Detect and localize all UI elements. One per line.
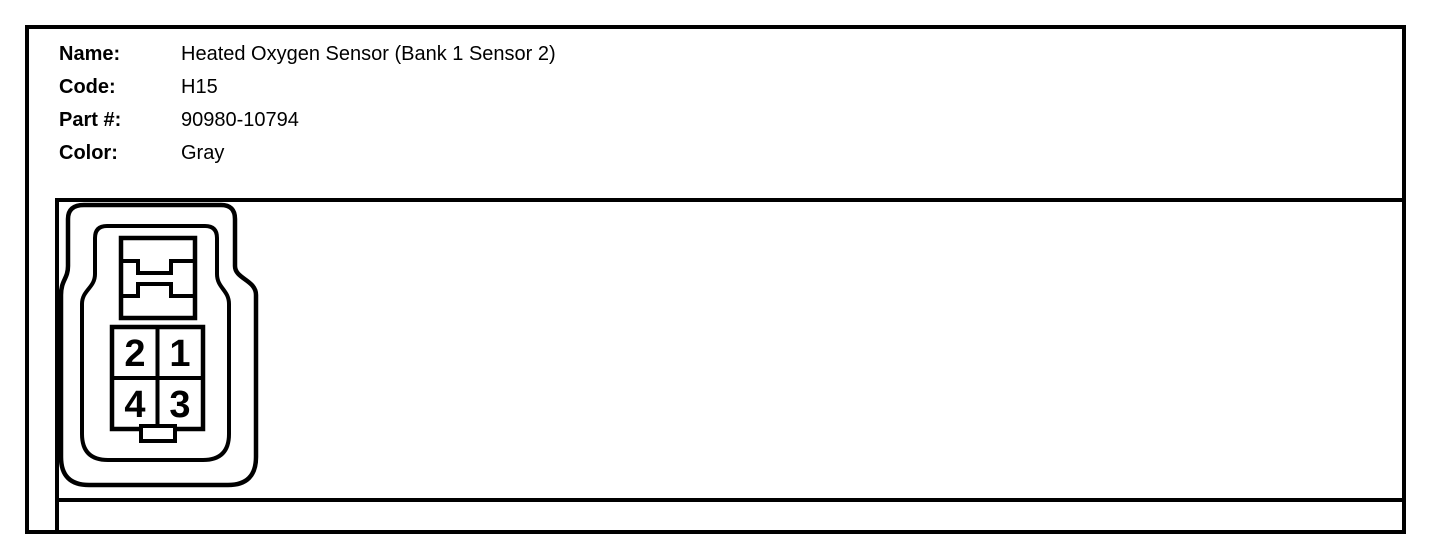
code-value: H15: [181, 76, 218, 98]
connector-face-diagram: 2 1 4 3: [58, 202, 259, 488]
header-field-name: Name: Heated Oxygen Sensor (Bank 1 Senso…: [59, 38, 556, 71]
part-number-value: 90980-10794: [181, 109, 299, 131]
connector-latch: [118, 235, 198, 321]
pin-4-label: 4: [124, 384, 145, 426]
pin-3-label: 3: [169, 384, 190, 426]
color-value: Gray: [181, 142, 225, 164]
color-label: Color:: [59, 142, 118, 164]
empty-table-strip: [55, 502, 1406, 534]
header-field-color: Color: Gray: [59, 137, 556, 170]
name-value: Heated Oxygen Sensor (Bank 1 Sensor 2): [181, 43, 556, 65]
pin-1-label: 1: [169, 333, 190, 375]
latch-lower-notch: [121, 282, 195, 298]
connector-index-tab: [139, 424, 177, 443]
connector-inner-outline: [80, 224, 231, 462]
outer-frame: Name: Heated Oxygen Sensor (Bank 1 Senso…: [25, 25, 1406, 534]
latch-upper-notch: [121, 259, 195, 275]
pin-2-label: 2: [124, 333, 145, 375]
part-number-label: Part #:: [59, 109, 122, 131]
code-label: Code:: [59, 76, 116, 98]
header-field-code: Code: H15: [59, 71, 556, 104]
name-label: Name:: [59, 43, 121, 65]
connector-diagram-box: 2 1 4 3: [55, 198, 1406, 502]
connector-header: Name: Heated Oxygen Sensor (Bank 1 Senso…: [59, 38, 556, 170]
header-field-part-number: Part #: 90980-10794: [59, 104, 556, 137]
